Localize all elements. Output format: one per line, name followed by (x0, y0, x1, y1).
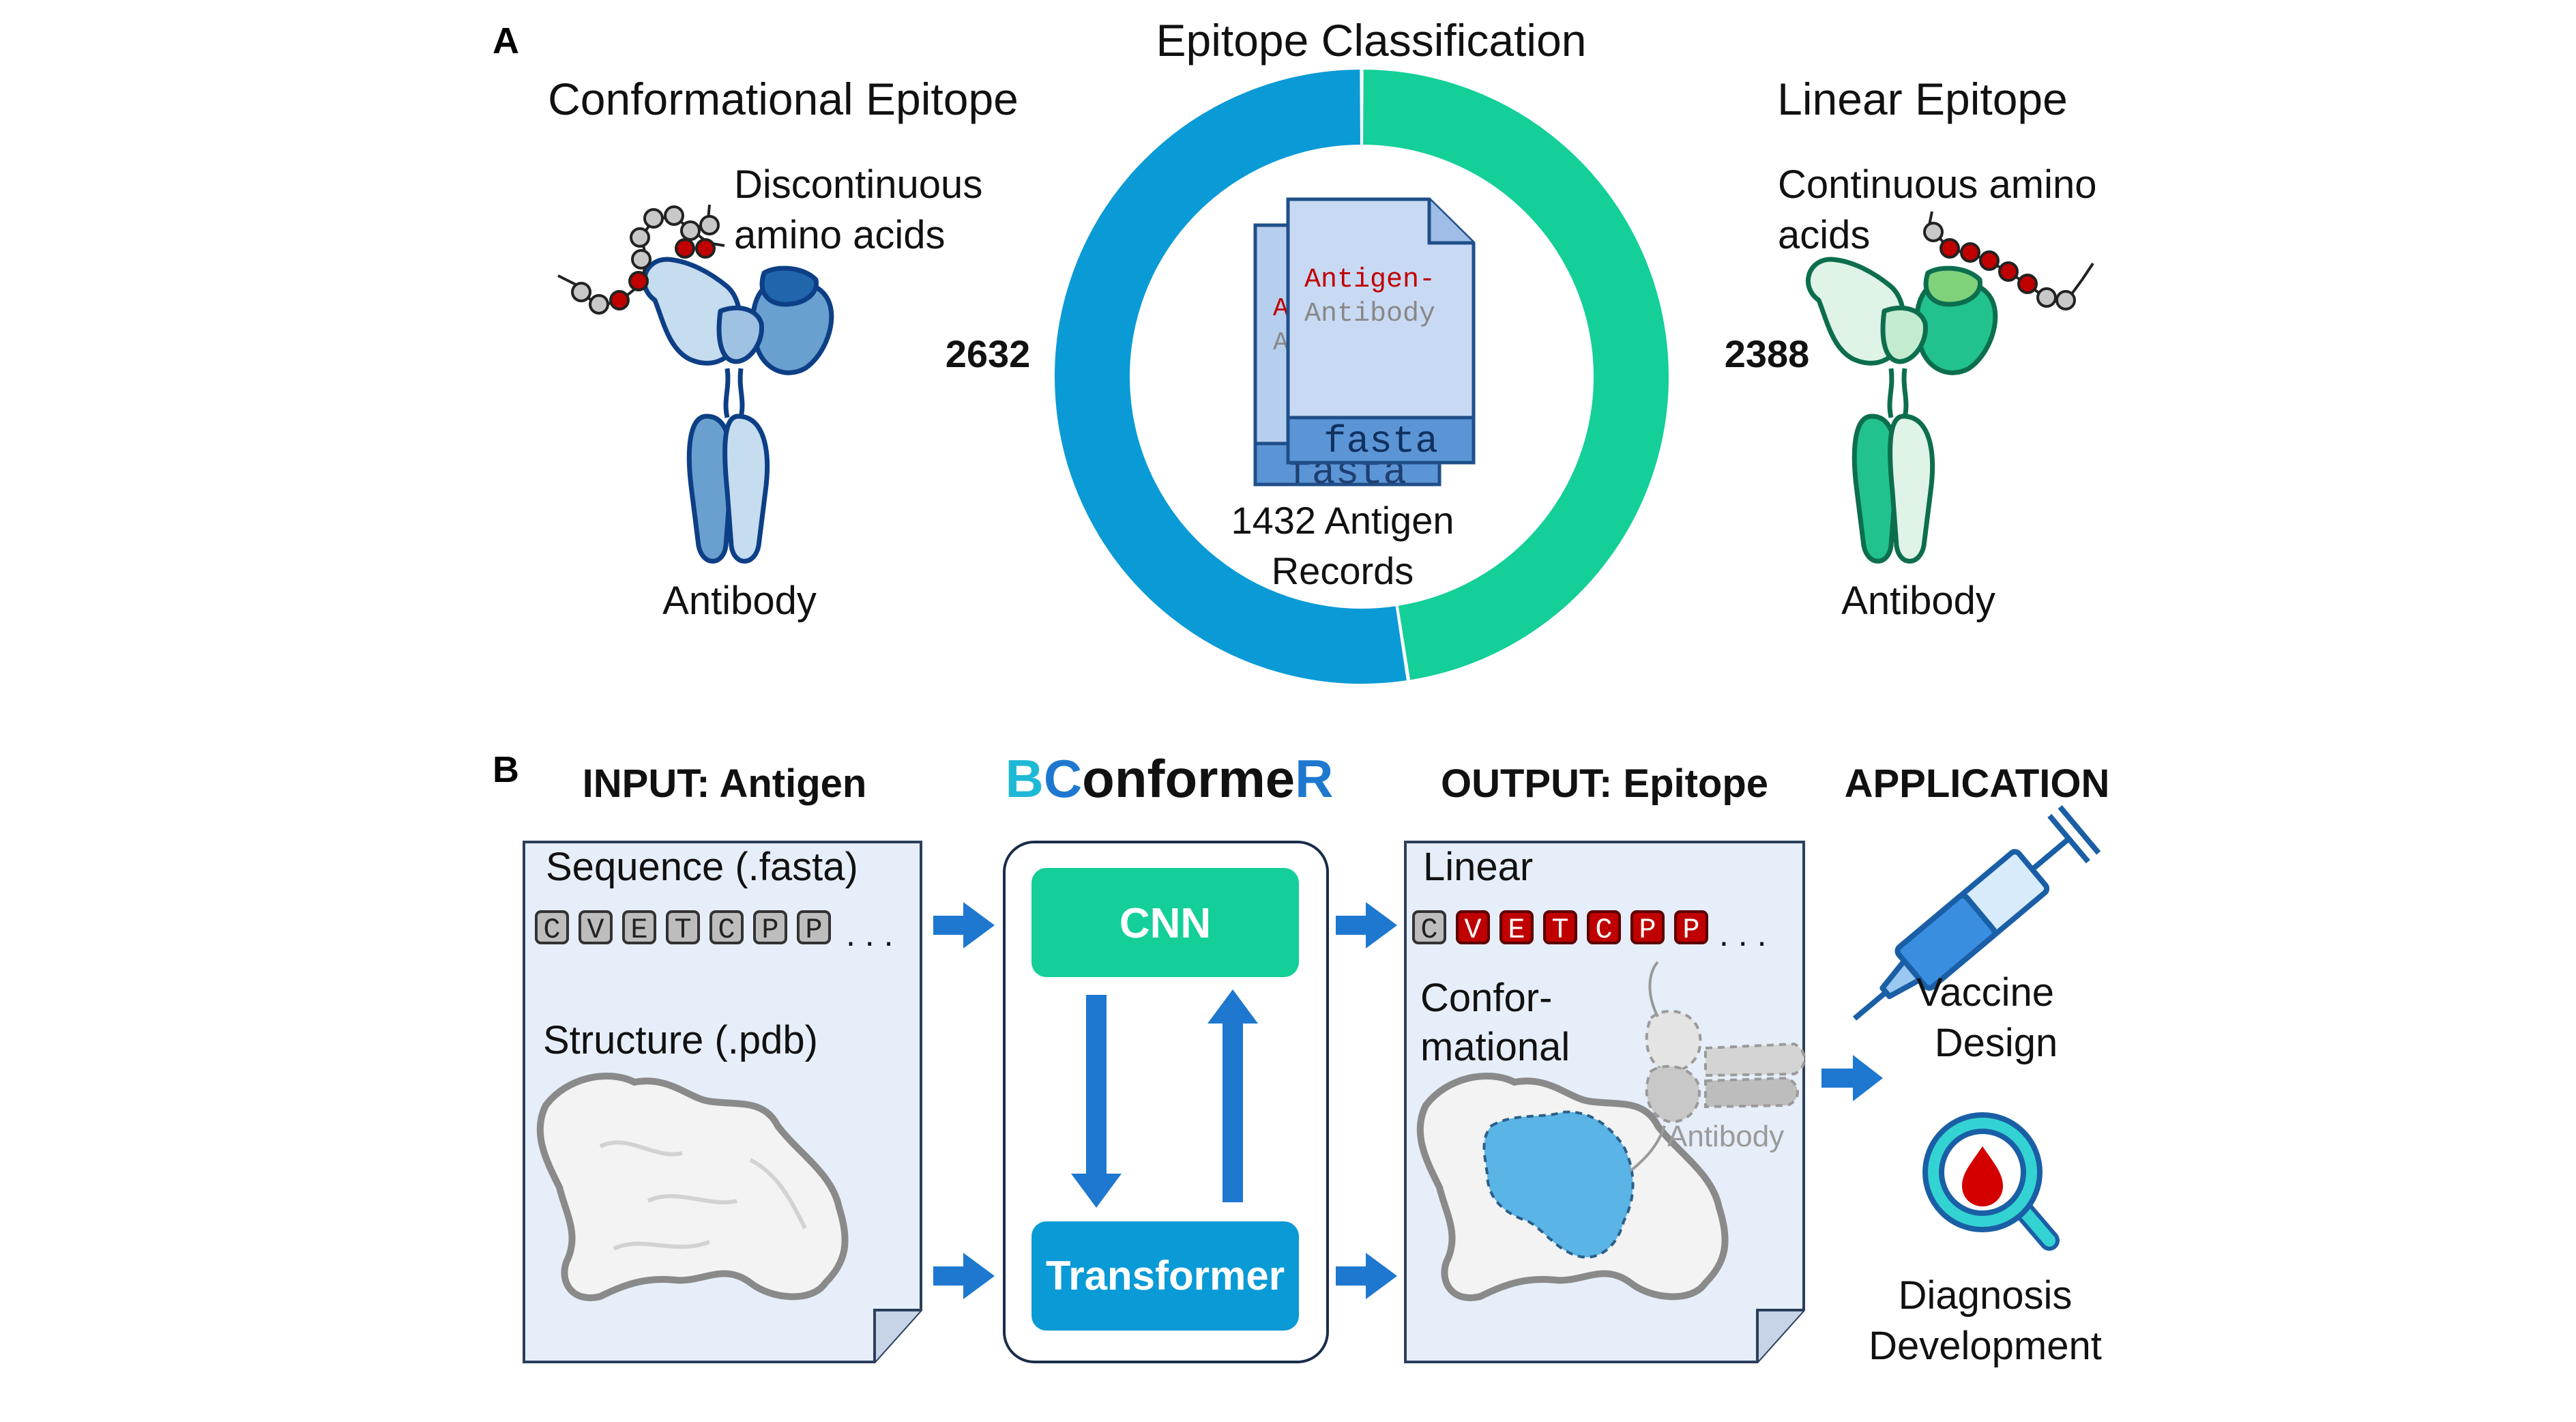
fasta-document-stack: fasta A A fasta Antigen- Antibody (1253, 197, 1476, 495)
sequence-residue: C (718, 914, 735, 946)
right-antibody-label: Antibody (1841, 579, 1995, 623)
ring-segment-linear (1362, 70, 1669, 680)
conformational-title: Conformational Epitope (548, 74, 1019, 124)
continuous-amino-acid-chain (1923, 211, 2094, 310)
center-title: Epitope Classification (1156, 15, 1587, 66)
sequence-tile (753, 910, 787, 944)
conformational-count: 2632 (946, 332, 1031, 375)
sequence-residue: E (1508, 914, 1525, 946)
sequence-tile (622, 910, 656, 944)
output-ghost-antibody (1629, 961, 1806, 1172)
sequence-residue: V (1464, 914, 1481, 946)
sequence-residue: T (1551, 914, 1568, 946)
diagnosis-line-2: Development (1869, 1324, 2102, 1368)
records-caption-line-1: 1432 Antigen (1231, 499, 1454, 542)
sequence-tile (1674, 910, 1708, 944)
sequence-residue: T (674, 914, 691, 946)
vaccine-line-1: Vaccine (1916, 970, 2054, 1015)
sequence-tile (1587, 910, 1621, 944)
records-caption-line-2: Records (1272, 549, 1414, 592)
sequence-tile (1456, 910, 1490, 944)
sequence-tile (666, 910, 700, 944)
left-antibody-label: Antibody (662, 579, 817, 623)
input-protein-structure (536, 1072, 849, 1301)
discontinuous-note-line-1: Discontinuous (734, 162, 982, 207)
brand-middle: onforme (1082, 749, 1295, 809)
doc-back-line-2: A (1273, 328, 1289, 358)
magnifier-blood-drop-icon (1922, 1112, 2060, 1251)
sequence-tile (1630, 910, 1665, 944)
sequence-tile (535, 910, 569, 944)
sequence-residue: E (630, 914, 647, 946)
sequence-tile (797, 910, 831, 944)
model-internal-arrows (1071, 989, 1258, 1208)
doc-line-1: Antigen- (1304, 265, 1435, 295)
diagnosis-line-1: Diagnosis (1899, 1273, 2073, 1318)
structure-label: Structure (.pdb) (543, 1018, 818, 1062)
sequence-residue: C (1420, 914, 1437, 946)
sequence-tile (1412, 910, 1446, 944)
panel-a-label: A (493, 20, 519, 61)
continuous-note-line-2: acids (1778, 213, 1870, 257)
output-protein-structure (1416, 1072, 1729, 1301)
input-ellipsis: . . . (846, 915, 893, 953)
conformational-output-label-2: mational (1420, 1025, 1570, 1069)
discontinuous-amino-acid-chain (557, 204, 725, 315)
syringe-icon (1852, 805, 2101, 1021)
linear-output-label: Linear (1423, 845, 1533, 889)
discontinuous-note-line-2: amino acids (734, 213, 945, 257)
sequence-tile (1543, 910, 1577, 944)
doc-line-2: Antibody (1304, 299, 1435, 330)
application-arrow (1821, 1055, 1883, 1101)
linear-antibody-illustration (1805, 257, 1998, 564)
doc-back-line-1: A (1273, 294, 1289, 323)
sequence-residue: C (543, 914, 560, 946)
input-arrows (933, 902, 995, 1299)
brand-title: BConformeR (1005, 749, 1333, 809)
brand-letter-r: R (1295, 749, 1333, 809)
sequence-residue: P (1639, 914, 1656, 946)
transformer-block (1031, 1221, 1299, 1331)
brand-letter-b: B (1005, 749, 1043, 809)
sequence-residue: P (1682, 914, 1699, 946)
panel-b-label: B (493, 749, 519, 790)
sequence-residue: P (761, 914, 778, 946)
linear-count: 2388 (1725, 332, 1810, 375)
conformational-antibody-illustration (641, 257, 834, 564)
output-arrows (1336, 902, 1397, 1299)
conformational-output-label-1: Confor- (1420, 976, 1552, 1020)
linear-title: Linear Epitope (1777, 74, 2068, 124)
sequence-tile (709, 910, 744, 944)
vaccine-line-2: Design (1935, 1021, 2058, 1065)
sequence-label: Sequence (.fasta) (546, 845, 858, 889)
brand-letter-c: C (1044, 749, 1082, 809)
epitope-donut (1055, 70, 1669, 684)
sequence-residue: V (587, 914, 604, 946)
application-title: APPLICATION (1845, 761, 2110, 806)
cnn-label: CNN (1119, 900, 1211, 947)
cnn-block (1031, 868, 1299, 977)
continuous-note-line-1: Continuous amino (1778, 162, 2097, 207)
doc-tag: fasta (1323, 420, 1438, 463)
sequence-residue: P (805, 914, 822, 946)
ring-segment-conformational (1055, 70, 1407, 684)
output-ellipsis: . . . (1719, 915, 1766, 953)
transformer-label: Transformer (1046, 1253, 1285, 1298)
sequence-tile (1499, 910, 1534, 944)
sequence-tile (579, 910, 613, 944)
sequence-residue: C (1595, 914, 1612, 946)
input-title: INPUT: Antigen (583, 761, 867, 806)
output-title: OUTPUT: Epitope (1441, 761, 1768, 806)
output-antibody-label: Antibody (1667, 1120, 1784, 1153)
